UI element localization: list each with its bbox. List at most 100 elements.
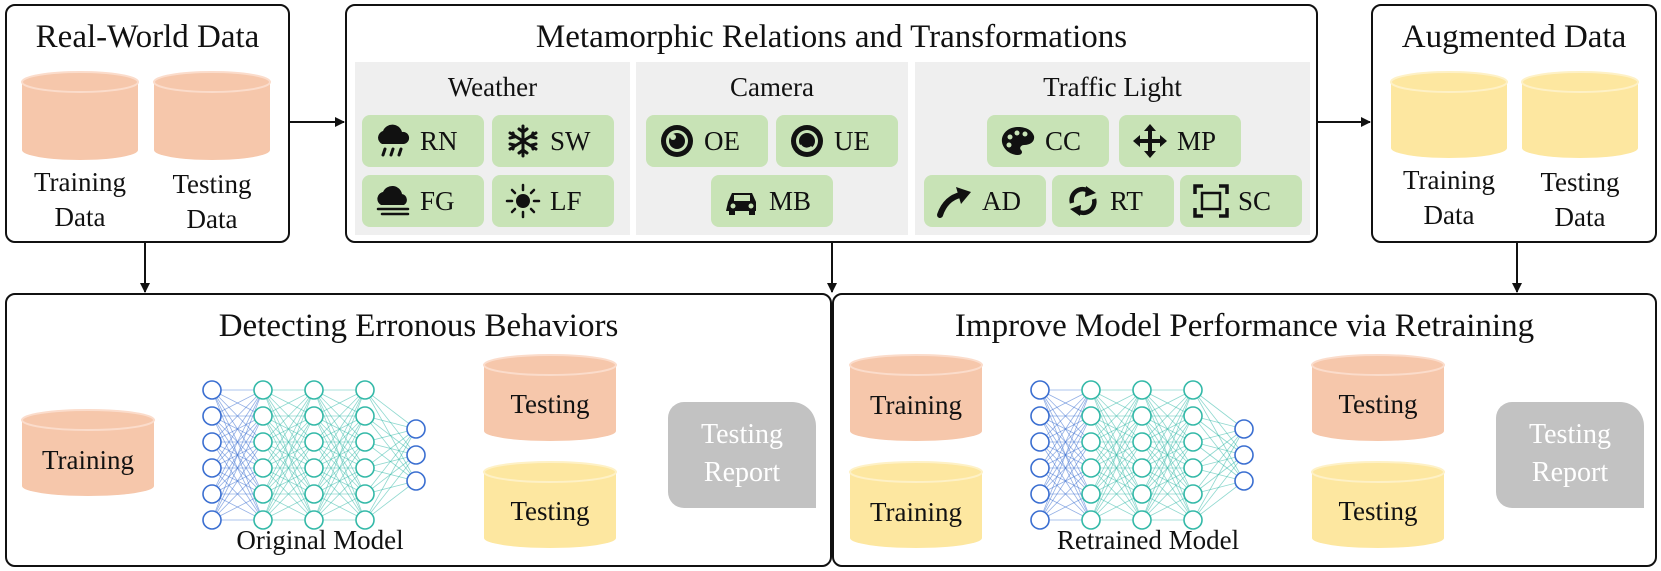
nn-edge <box>211 389 264 443</box>
nn-node <box>304 484 324 504</box>
nn-node <box>406 445 426 465</box>
nn-edge <box>364 454 417 521</box>
aug-testing-data-cylinder <box>1521 71 1639 158</box>
nn-edge <box>364 428 417 469</box>
improve-title: Improve Model Performance via Retraining <box>954 308 1535 344</box>
nn-edge <box>1141 467 1194 521</box>
nn-node <box>1081 484 1101 504</box>
snowflake-icon <box>508 124 538 158</box>
detect-title: Detecting Erronous Behaviors <box>218 308 619 344</box>
nn-edge <box>364 480 417 521</box>
nn-node <box>355 484 375 504</box>
nn-node <box>1030 406 1050 426</box>
palette-icon <box>1001 127 1035 155</box>
nn-node <box>304 406 324 426</box>
training-data-cylinder <box>21 71 139 160</box>
chip-rn: RN <box>362 115 484 167</box>
detect-testing-top-label: Testing <box>510 389 590 419</box>
move-arrows-icon <box>1133 124 1167 158</box>
rotate-icon <box>1069 186 1097 216</box>
nn-edge <box>1192 428 1245 495</box>
nn-edge <box>211 467 264 521</box>
retrained-model-caption: Retrained Model <box>1056 525 1240 555</box>
chip-ad: AD <box>924 175 1046 227</box>
nn-node <box>1132 406 1152 426</box>
mr-title: Metamorphic Relations and Transformation… <box>535 19 1128 55</box>
nn-node <box>1030 432 1050 452</box>
nn-edge <box>313 415 366 521</box>
aug-training-data-caption: Training Data <box>1402 165 1496 230</box>
nn-node <box>1183 380 1203 400</box>
chip-sc: SC <box>1180 175 1302 227</box>
detect-training-cylinder <box>21 409 155 496</box>
nn-edge <box>211 389 264 495</box>
curved-arrow-icon <box>937 187 971 218</box>
nn-node <box>355 406 375 426</box>
nn-edge <box>211 441 264 521</box>
detect-training-label: Training <box>41 445 135 475</box>
nn-node <box>202 432 222 452</box>
nn-edge <box>313 389 366 469</box>
nn-node <box>1183 406 1203 426</box>
nn-node <box>355 432 375 452</box>
chip-fg-label: FG <box>420 186 455 216</box>
improve-testing-orange-cylinder <box>1311 354 1445 441</box>
nn-node <box>1132 432 1152 452</box>
real-world-title: Real-World Data <box>35 19 260 55</box>
nn-node <box>1030 380 1050 400</box>
overexposure-lens-icon <box>661 125 693 157</box>
nn-node <box>253 380 273 400</box>
nn-node <box>1081 406 1101 426</box>
nn-node <box>202 406 222 426</box>
nn-node <box>1081 510 1101 530</box>
rain-cloud-icon <box>378 124 410 157</box>
nn-node <box>253 510 273 530</box>
nn-node <box>202 484 222 504</box>
detect-testing-orange-cylinder <box>483 354 617 441</box>
nn-edge <box>262 389 315 443</box>
nn-edge <box>1039 415 1092 521</box>
nn-node <box>1234 419 1254 439</box>
nn-node <box>355 380 375 400</box>
nn-edge <box>1192 480 1245 521</box>
nn-node <box>304 510 324 530</box>
chip-ue: UE <box>776 115 898 167</box>
nn-edge <box>1090 467 1143 521</box>
nn-node <box>1030 458 1050 478</box>
nn-node <box>1132 380 1152 400</box>
chip-oe-label: OE <box>704 126 740 156</box>
nn-node <box>1030 510 1050 530</box>
nn-edge <box>262 467 315 521</box>
nn-edge <box>211 389 264 469</box>
improve-testing-bottom-label: Testing <box>1338 496 1418 526</box>
nn-edge <box>262 389 315 469</box>
chip-rt-label: RT <box>1110 186 1143 216</box>
chip-cc: CC <box>987 115 1109 167</box>
sun-icon <box>505 183 541 219</box>
fog-cloud-icon <box>376 185 410 216</box>
nn-node <box>304 432 324 452</box>
nn-edge <box>1090 415 1143 521</box>
car-icon <box>726 193 756 215</box>
nn-node <box>1234 445 1254 465</box>
nn-node <box>253 484 273 504</box>
nn-node <box>202 458 222 478</box>
nn-edge <box>1192 428 1245 521</box>
nn-node <box>253 406 273 426</box>
nn-node <box>1132 510 1152 530</box>
nn-edge <box>364 428 417 521</box>
improve-training-bottom-label: Training <box>869 497 963 527</box>
nn-edge <box>1141 389 1194 495</box>
nn-edge <box>1039 389 1092 469</box>
testing-data-caption: Testing Data <box>172 169 252 234</box>
chip-sw-label: SW <box>550 126 591 156</box>
chip-ad-label: AD <box>982 186 1021 216</box>
nn-edge <box>1141 415 1194 521</box>
nn-edge <box>262 389 315 495</box>
nn-edge <box>313 467 366 521</box>
nn-node <box>1081 458 1101 478</box>
detect-testing-yellow-cylinder <box>483 461 617 548</box>
nn-node <box>1183 484 1203 504</box>
nn-node <box>253 458 273 478</box>
weather-title: Weather <box>447 72 538 102</box>
